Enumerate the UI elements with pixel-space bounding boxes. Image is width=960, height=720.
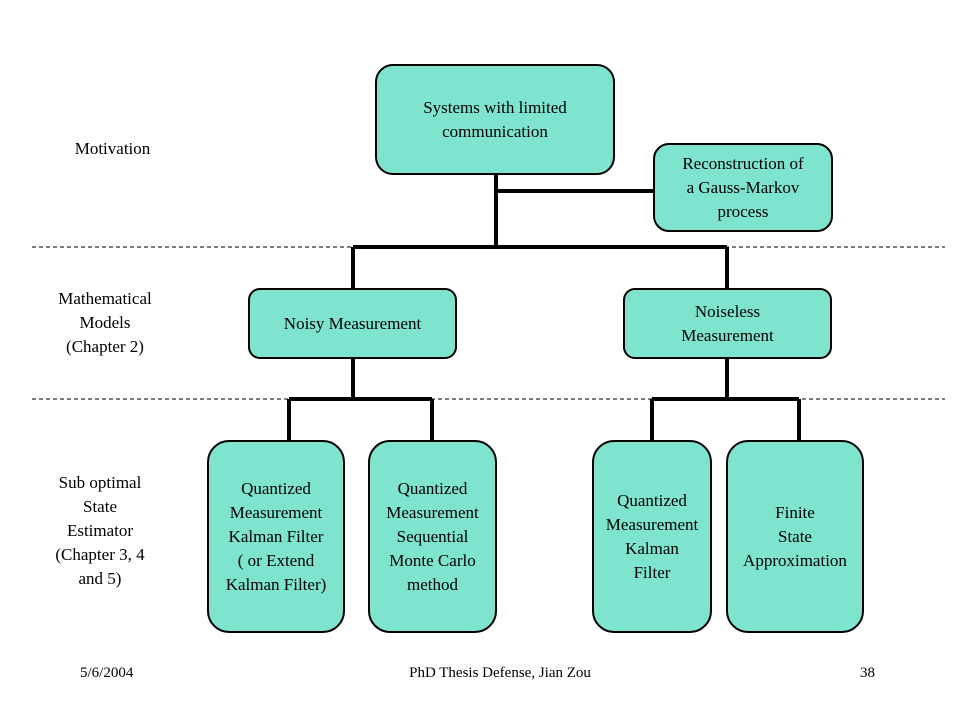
node-noisy-measurement: Noisy Measurement bbox=[248, 288, 457, 359]
node-quantized-kalman-extended: Quantized Measurement Kalman Filter ( or… bbox=[207, 440, 345, 633]
footer-page-number: 38 bbox=[860, 665, 875, 681]
node-finite-state-approximation: Finite State Approximation bbox=[726, 440, 864, 633]
node-noiseless-measurement: Noiseless Measurement bbox=[623, 288, 832, 359]
node-quantized-sequential-monte-carlo: Quantized Measurement Sequential Monte C… bbox=[368, 440, 497, 633]
footer-date: 5/6/2004 bbox=[80, 665, 134, 681]
node-reconstruction-gauss-markov: Reconstruction of a Gauss-Markov process bbox=[653, 143, 833, 232]
footer-title: PhD Thesis Defense, Jian Zou bbox=[409, 665, 591, 681]
node-systems-limited-communication: Systems with limited communication bbox=[375, 64, 615, 175]
label-mathematical-models: Mathematical Models (Chapter 2) bbox=[58, 289, 152, 356]
label-sub-optimal-estimator: Sub optimal State Estimator (Chapter 3, … bbox=[55, 473, 145, 588]
label-motivation: Motivation bbox=[74, 139, 151, 158]
node-quantized-kalman-filter: Quantized Measurement Kalman Filter bbox=[592, 440, 712, 633]
